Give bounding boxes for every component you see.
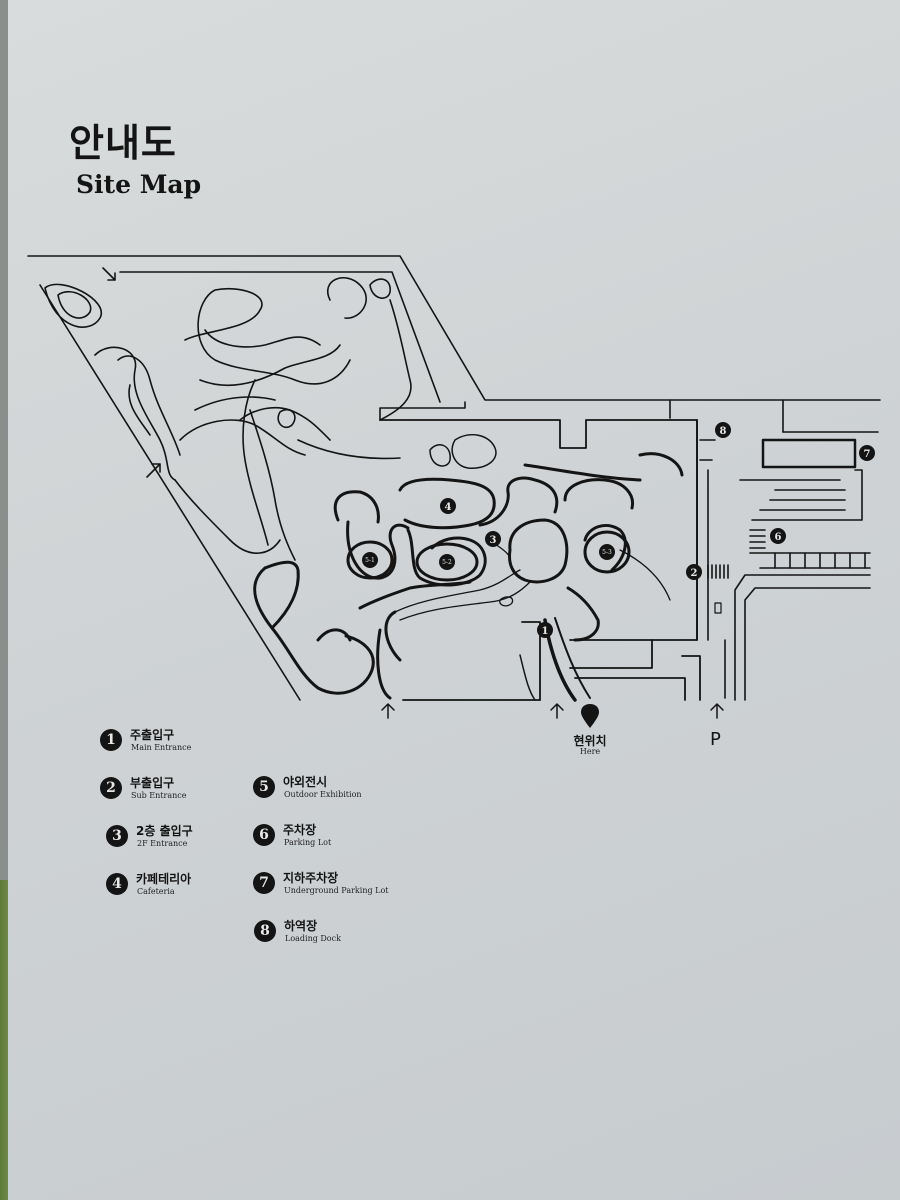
sign-panel: 안내도 Site Map bbox=[8, 0, 900, 1200]
site-boundary bbox=[27, 255, 881, 701]
up-arrow-icon bbox=[550, 703, 564, 719]
legend-number: 5 bbox=[253, 776, 275, 798]
legend-number: 1 bbox=[100, 729, 122, 751]
legend-number: 4 bbox=[106, 873, 128, 895]
walking-paths bbox=[44, 276, 412, 561]
svg-text:6: 6 bbox=[775, 532, 782, 543]
arrow-northeast-icon bbox=[146, 463, 161, 478]
marker-1: 1 bbox=[537, 622, 553, 638]
legend-label-en: Outdoor Exhibition bbox=[284, 790, 362, 799]
svg-text:2: 2 bbox=[691, 568, 698, 579]
svg-text:8: 8 bbox=[720, 426, 727, 437]
legend-label-ko: 부출입구 bbox=[130, 776, 175, 790]
svg-text:1: 1 bbox=[542, 626, 549, 637]
east-side-structures bbox=[699, 438, 871, 701]
here-label-korean: 현위치 bbox=[573, 734, 607, 748]
marker-7: 7 bbox=[859, 445, 875, 461]
label-5-3: 5-3 bbox=[602, 549, 612, 556]
legend-item: 1 주출입구 Main Entrance bbox=[100, 728, 290, 769]
legend-label-ko: 야외전시 bbox=[283, 775, 328, 789]
label-5-1: 5-1 bbox=[365, 557, 375, 564]
legend-label-en: Loading Dock bbox=[285, 934, 341, 943]
legend-item: 7 지하주차장 Underground Parking Lot bbox=[253, 871, 443, 912]
diagonal-arrows bbox=[102, 267, 161, 478]
legend-number: 3 bbox=[106, 825, 128, 847]
legend-label-ko: 2층 출입구 bbox=[136, 824, 193, 838]
building-outline bbox=[379, 419, 701, 701]
up-arrow-icon bbox=[710, 703, 724, 719]
map-markers: 1 2 3 4 6 7 8 bbox=[440, 422, 875, 638]
legend-number: 7 bbox=[253, 872, 275, 894]
title-english: Site Map bbox=[76, 170, 202, 199]
arrow-southeast-icon bbox=[102, 267, 116, 281]
legend-label-ko: 지하주차장 bbox=[283, 871, 339, 885]
up-arrows bbox=[381, 703, 724, 719]
legend-item: 2 부출입구 Sub Entrance bbox=[100, 776, 290, 817]
marker-3: 3 bbox=[485, 531, 501, 547]
legend-label-ko: 주차장 bbox=[283, 823, 317, 837]
legend-label-ko: 주출입구 bbox=[130, 728, 175, 742]
legend-item: 8 하역장 Loading Dock bbox=[254, 919, 444, 960]
title-korean: 안내도 bbox=[69, 121, 177, 165]
up-arrow-icon bbox=[381, 703, 395, 719]
legend-label-en: Underground Parking Lot bbox=[284, 886, 389, 895]
svg-text:4: 4 bbox=[445, 502, 452, 513]
label-5-2: 5-2 bbox=[442, 559, 452, 566]
legend-item: 6 주차장 Parking Lot bbox=[253, 823, 443, 864]
oval-sub-labels: 5-1 5-2 5-3 bbox=[365, 549, 612, 566]
legend-item: 3 2층 출입구 2F Entrance bbox=[106, 824, 296, 865]
legend-label-ko: 카페테리아 bbox=[136, 872, 192, 886]
legend-label-ko: 하역장 bbox=[284, 919, 318, 933]
legend-item: 5 야외전시 Outdoor Exhibition bbox=[253, 775, 443, 816]
marker-2: 2 bbox=[686, 564, 702, 580]
here-pin-icon bbox=[581, 704, 599, 728]
legend-number: 2 bbox=[100, 777, 122, 799]
garden-curves bbox=[253, 433, 684, 702]
legend-label-en: 2F Entrance bbox=[137, 839, 188, 848]
marker-4: 4 bbox=[440, 498, 456, 514]
outdoor-exhibition-ovals bbox=[346, 530, 631, 582]
parking-symbol: P bbox=[710, 729, 721, 750]
marker-8: 8 bbox=[715, 422, 731, 438]
legend-label-en: Parking Lot bbox=[284, 838, 332, 847]
legend-number: 6 bbox=[253, 824, 275, 846]
legend-number: 8 bbox=[254, 920, 276, 942]
legend-label-en: Sub Entrance bbox=[131, 791, 187, 800]
svg-text:3: 3 bbox=[490, 535, 497, 546]
inner-paths bbox=[394, 539, 671, 621]
legend-label-en: Cafeteria bbox=[137, 887, 175, 896]
svg-text:7: 7 bbox=[864, 449, 871, 460]
here-label-english: Here bbox=[579, 747, 601, 756]
legend-item: 4 카페테리아 Cafeteria bbox=[106, 872, 296, 913]
marker-6: 6 bbox=[770, 528, 786, 544]
oval-centers bbox=[362, 544, 615, 570]
legend-label-en: Main Entrance bbox=[131, 743, 192, 752]
